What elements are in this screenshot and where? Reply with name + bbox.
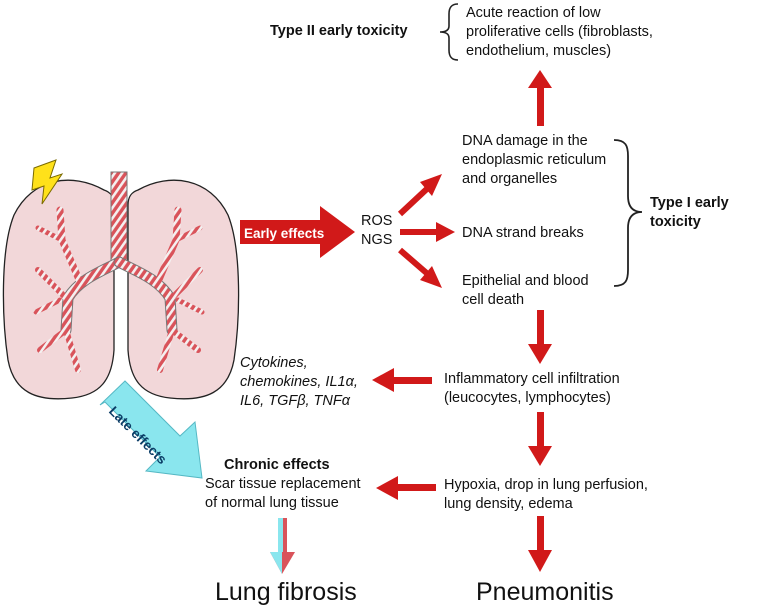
type2-brace — [439, 3, 459, 61]
arrow-up-type2 — [528, 70, 552, 126]
bronchial-tree — [33, 206, 205, 373]
hypoxia-label: Hypoxia, drop in lung perfusion, lung de… — [444, 477, 648, 512]
dna-damage-label: DNA damage in the endoplasmic reticulum … — [462, 133, 607, 187]
inflammatory-label: Inflammatory cell infiltration (leucocyt… — [444, 371, 620, 406]
early-effects-arrow — [240, 206, 355, 258]
epithelial-death-label: Epithelial and blood cell death — [462, 273, 589, 308]
early-effects-label: Early effects — [244, 226, 325, 241]
lightning-bolt-icon — [31, 159, 64, 205]
type1-brace — [613, 139, 643, 287]
ros-arrows — [397, 174, 455, 288]
type2-title: Type II early toxicity — [270, 23, 408, 39]
arrows-left — [372, 368, 436, 500]
lung-fibrosis-label: Lung fibrosis — [215, 578, 357, 606]
lungs-icon — [2, 171, 240, 400]
type1-title: Type I early toxicity — [650, 195, 729, 230]
cytokines-label: Cytokines, chemokines, IL1α, IL6, TGFβ, … — [240, 355, 358, 409]
chronic-effects-title: Chronic effects — [224, 457, 330, 473]
pneumonitis-label: Pneumonitis — [476, 578, 614, 606]
late-effects-arrow — [99, 380, 203, 479]
arrows-down — [528, 310, 552, 572]
ros-ngs-label: ROS NGS — [361, 213, 393, 248]
arrow-to-lung-fibrosis — [270, 518, 295, 574]
type2-description: Acute reaction of low proliferative cell… — [466, 5, 653, 59]
chronic-effects-description: Scar tissue replacement of normal lung t… — [205, 476, 361, 511]
trachea — [110, 171, 128, 265]
dna-strand-breaks-label: DNA strand breaks — [462, 225, 584, 241]
